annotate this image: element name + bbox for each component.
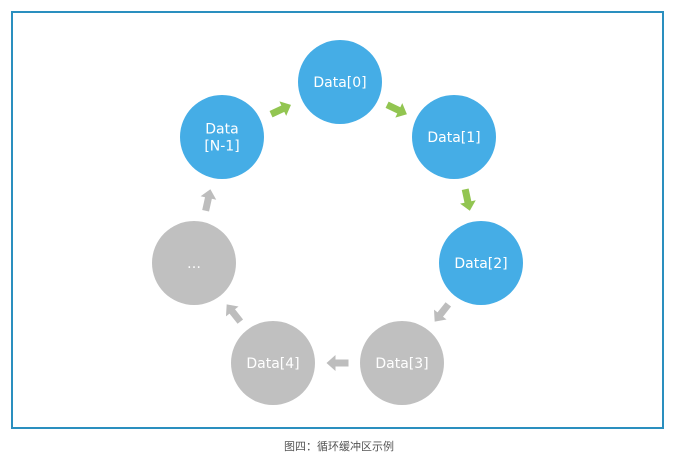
node-data-2: Data[2] (439, 221, 523, 305)
node-label: Data[0] (313, 75, 366, 91)
node-circle (231, 321, 315, 405)
node-label: Data[3] (375, 356, 428, 372)
node-ellipsis: … (152, 221, 236, 305)
node-circle (298, 40, 382, 124)
node-data-1: Data[1] (412, 95, 496, 179)
arrow-data-1-to-data-2 (460, 188, 476, 211)
arrow-data-n-1-to-data-0 (269, 101, 291, 118)
node-label: Data (205, 122, 238, 138)
arrow-data-2-to-data-3 (433, 302, 452, 322)
node-circle (439, 221, 523, 305)
node-data-n-1: Data[N-1] (180, 95, 264, 179)
node-circle (412, 95, 496, 179)
node-data-0: Data[0] (298, 40, 382, 124)
node-label: Data[2] (454, 256, 507, 272)
node-label: [N-1] (204, 139, 239, 155)
arrow-ellipsis-to-data-n-1 (200, 189, 217, 212)
node-data-3: Data[3] (360, 321, 444, 405)
figure-caption: 图四：循环缓冲区示例 (284, 440, 394, 453)
arrow-data-3-to-data-4 (326, 355, 349, 371)
node-circle (152, 221, 236, 305)
node-circle (180, 95, 264, 179)
node-data-4: Data[4] (231, 321, 315, 405)
circular-buffer-diagram: Data[0] Data[1] Data[2] Data[3] Data[4] … Data… (152, 40, 523, 405)
node-label: … (187, 256, 201, 272)
arrow-data-4-to-ellipsis (225, 304, 244, 324)
arrow-data-0-to-data-1 (385, 101, 407, 118)
node-label: Data[1] (427, 130, 480, 146)
node-circle (360, 321, 444, 405)
node-label: Data[4] (246, 356, 299, 372)
